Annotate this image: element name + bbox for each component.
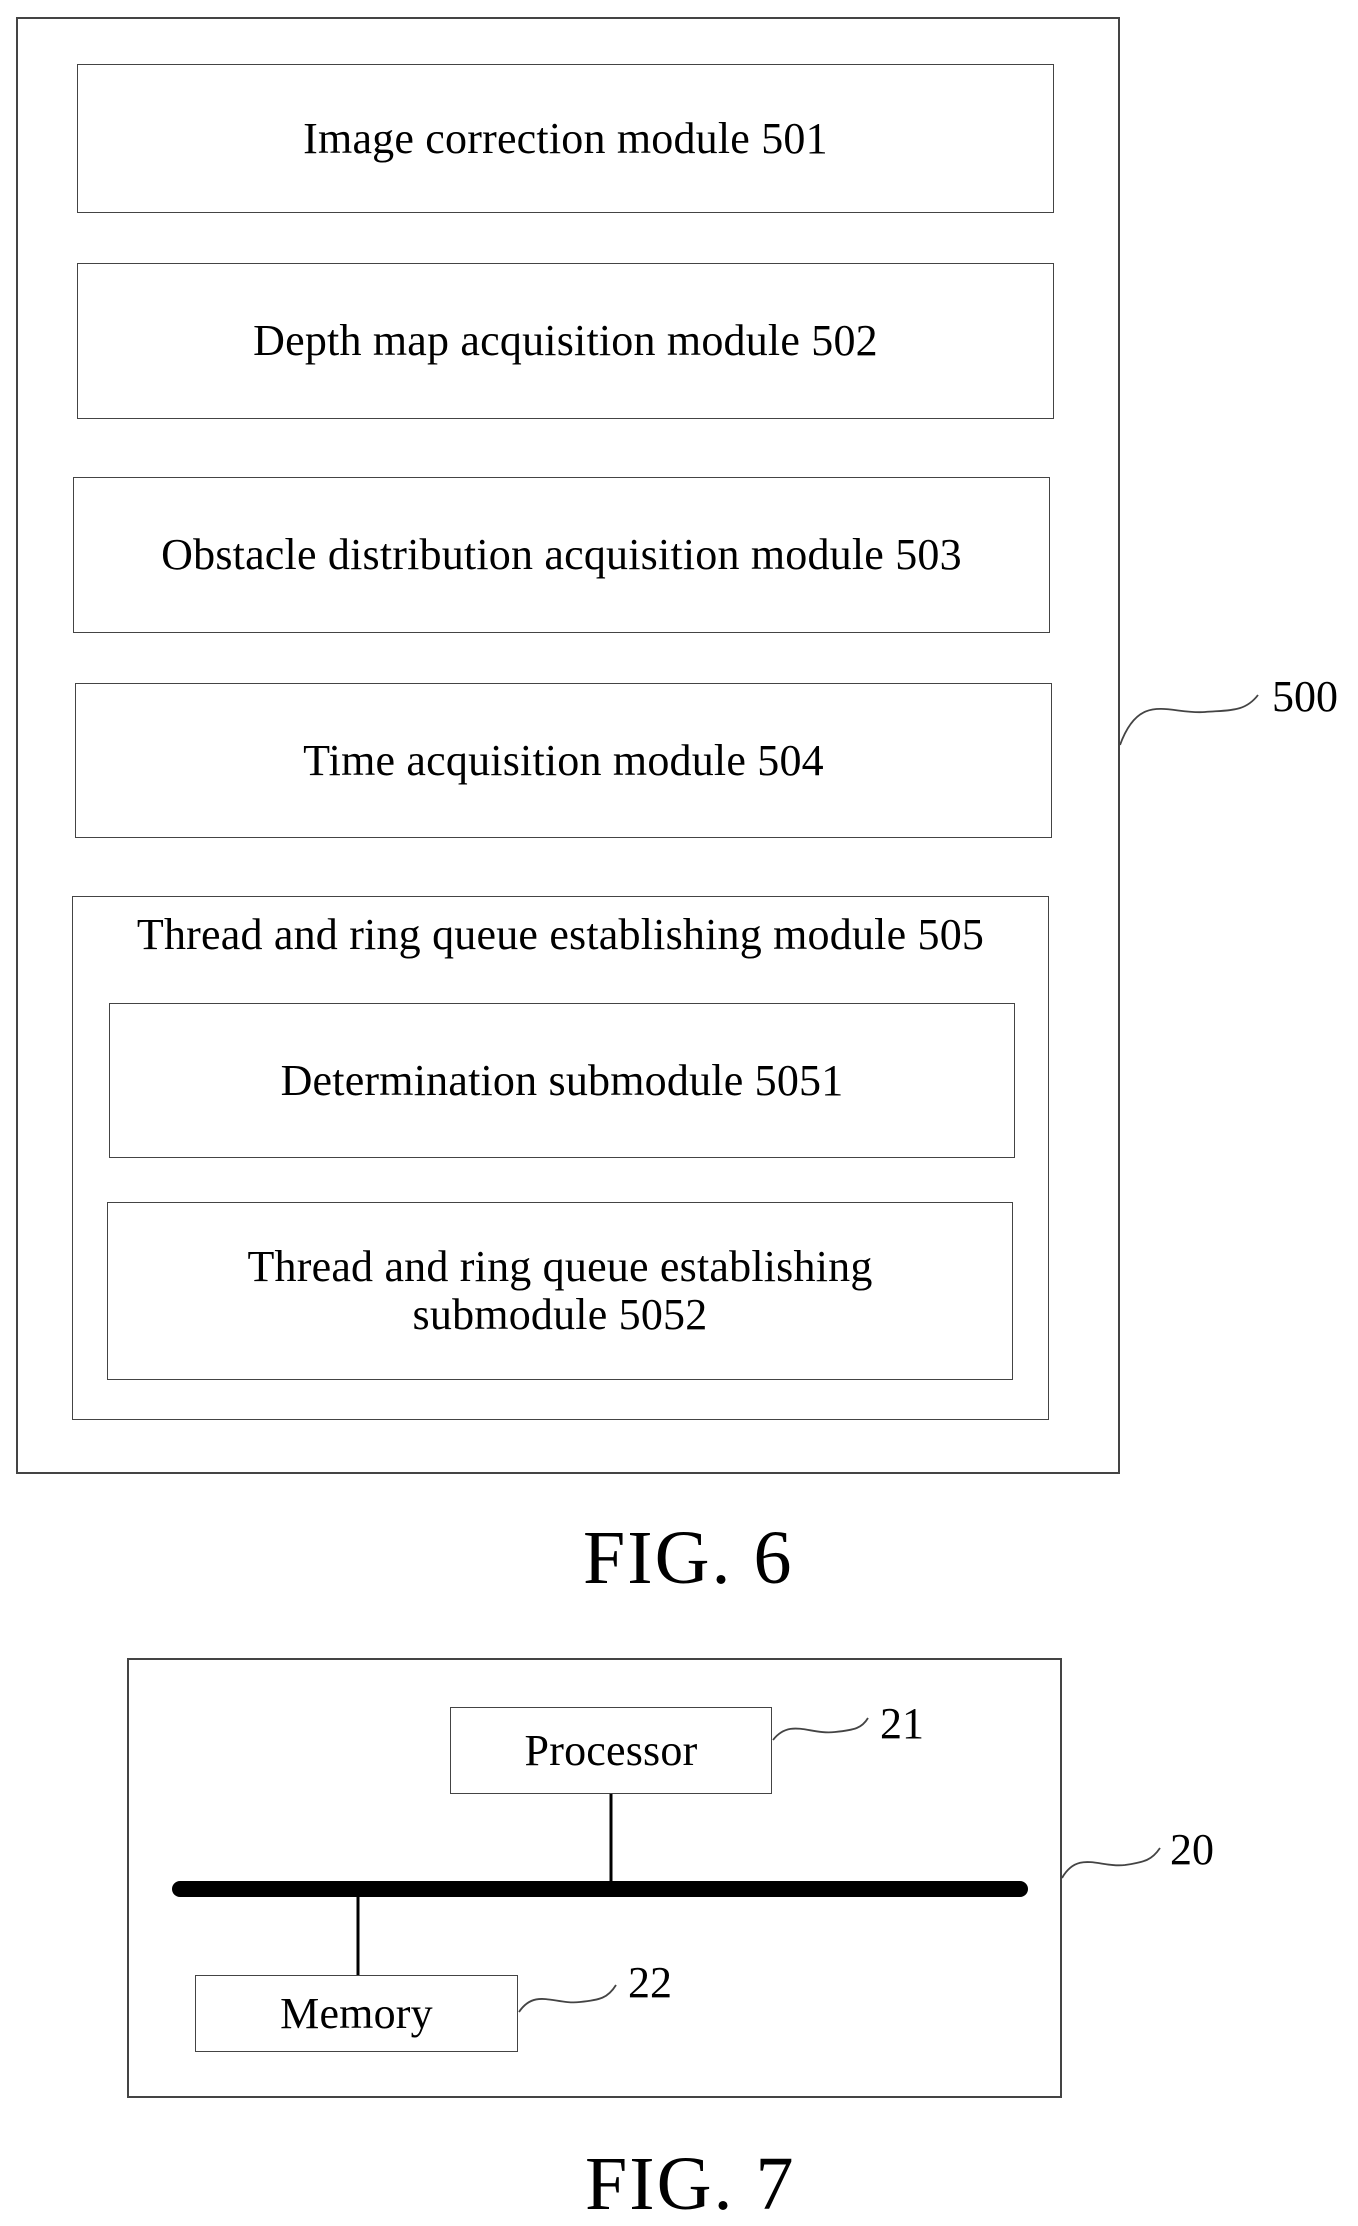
- ref-500: 500: [1272, 675, 1338, 719]
- module-501-label: Image correction module 501: [78, 65, 1053, 212]
- memory-box: Memory: [195, 1975, 518, 2052]
- submodule-5051-box: Determination submodule 5051: [109, 1003, 1015, 1158]
- submodule-5052-label: Thread and ring queue establishing submo…: [108, 1203, 1012, 1379]
- ref-21: 21: [880, 1702, 924, 1746]
- submodule-5052-label-line1: Thread and ring queue establishing: [247, 1243, 872, 1291]
- module-504-box: Time acquisition module 504: [75, 683, 1052, 838]
- memory-label: Memory: [196, 1976, 517, 2051]
- ref-22: 22: [628, 1961, 672, 2005]
- fig6-caption: FIG. 6: [583, 1520, 793, 1596]
- leader-line-500: [1120, 695, 1258, 745]
- module-501-box: Image correction module 501: [77, 64, 1054, 213]
- processor-box: Processor: [450, 1707, 772, 1794]
- submodule-5052-label-line2: submodule 5052: [413, 1291, 708, 1339]
- leader-line-20: [1062, 1848, 1160, 1878]
- processor-label: Processor: [451, 1708, 771, 1793]
- module-504-label: Time acquisition module 504: [76, 684, 1051, 837]
- module-502-label: Depth map acquisition module 502: [78, 264, 1053, 418]
- module-503-label: Obstacle distribution acquisition module…: [74, 478, 1049, 632]
- module-503-box: Obstacle distribution acquisition module…: [73, 477, 1050, 633]
- submodule-5052-box: Thread and ring queue establishing submo…: [107, 1202, 1013, 1380]
- fig7-caption: FIG. 7: [585, 2146, 795, 2222]
- module-502-box: Depth map acquisition module 502: [77, 263, 1054, 419]
- ref-20: 20: [1170, 1828, 1214, 1872]
- module-505-label: Thread and ring queue establishing modul…: [72, 905, 1049, 965]
- submodule-5051-label: Determination submodule 5051: [110, 1004, 1014, 1157]
